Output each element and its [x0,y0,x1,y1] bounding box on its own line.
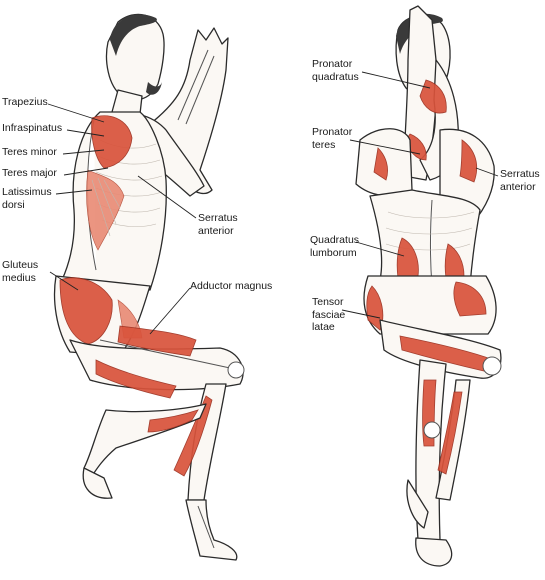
side-view-figure [53,13,245,561]
label-teres-minor: Teres minor [2,146,57,158]
label-adductor-magnus: Adductor magnus [190,280,273,292]
leader-lines [47,71,499,335]
front-view-figure [355,5,502,567]
label-trapezius: Trapezius [2,96,48,108]
label-teres-major: Teres major [2,167,57,179]
label-infraspinatus: Infraspinatus [2,122,63,134]
